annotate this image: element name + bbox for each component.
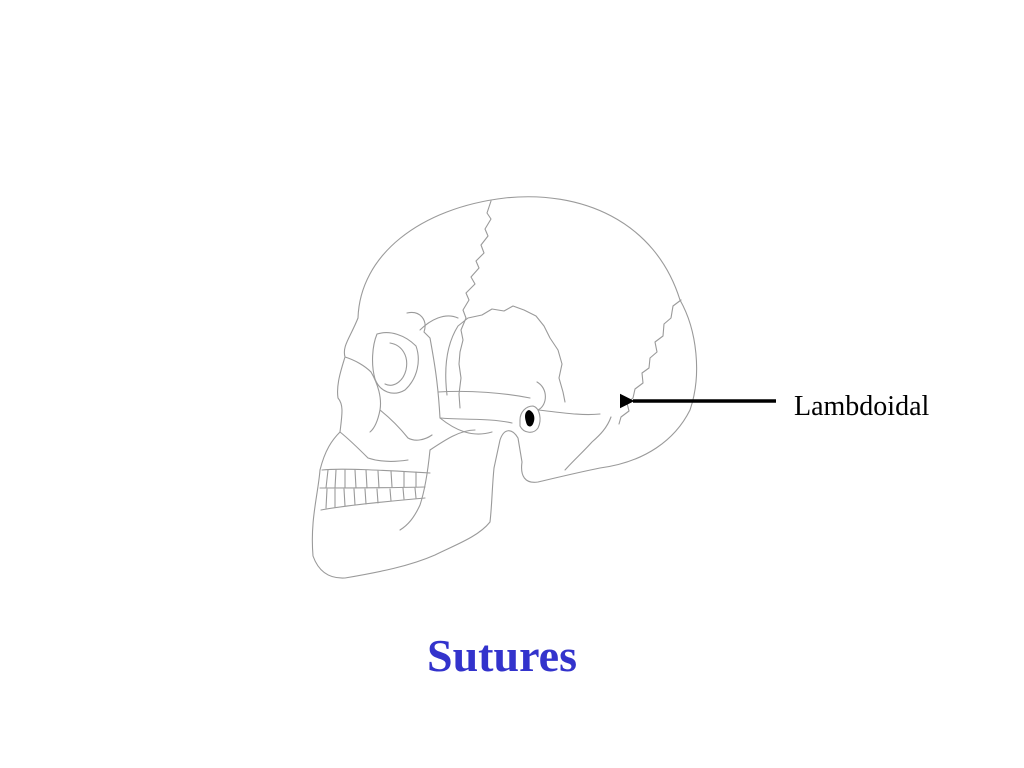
- slide-title: Sutures: [427, 630, 577, 681]
- skull-outline-group: [311, 196, 698, 579]
- sphenoid-line: [419, 315, 459, 331]
- callout-label-lambdoidal: Lambdoidal: [794, 391, 930, 422]
- coronoid-process-line: [429, 429, 476, 451]
- maxilla-front-line: [339, 431, 409, 462]
- ear-canal-ring: [519, 405, 541, 433]
- skull-outline: [311, 196, 698, 579]
- maxilla-line: [379, 409, 433, 441]
- teeth-group: [319, 468, 431, 511]
- nasal-aperture-line: [369, 371, 382, 433]
- occipitomastoid-suture-line: [564, 416, 612, 471]
- coronal-suture-line: [458, 200, 492, 409]
- zygomatic-bone-line: [406, 311, 441, 419]
- zygomatic-arch-lower: [439, 417, 513, 424]
- lambdoidal-suture-line: [618, 299, 682, 425]
- orbit-outline: [372, 332, 419, 394]
- nasal-bone-line: [344, 356, 372, 373]
- mastoid-process-line: [536, 381, 601, 416]
- mandible-ramus-line: [399, 449, 431, 531]
- squamosal-suture-line: [445, 305, 566, 403]
- external-acoustic-meatus: [525, 410, 535, 427]
- zygomatic-arch-upper: [437, 390, 531, 399]
- orbit-inner-line: [384, 342, 408, 386]
